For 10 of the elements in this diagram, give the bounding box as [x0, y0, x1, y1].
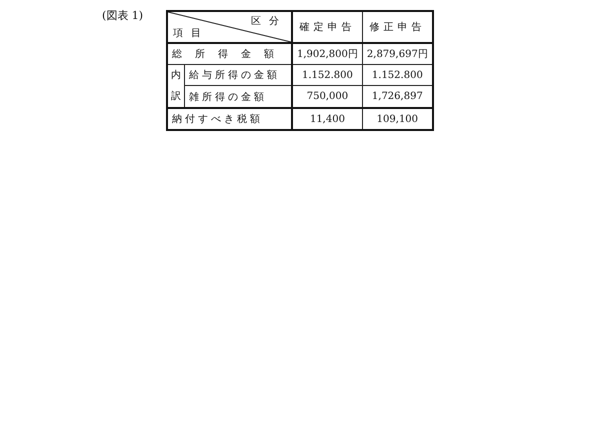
row-header-label: 項目 [173, 27, 209, 40]
column-header-label: 区分 [251, 15, 287, 28]
figure-title: (図表 1) [102, 8, 144, 23]
amount-value: 11,400 [292, 108, 362, 130]
row-header: 給与所得の金額 [184, 64, 292, 86]
amount-value: 1.152.800 [292, 64, 362, 86]
row-header: 総所得金額 [167, 43, 292, 64]
row-header: 納付すべき税額 [167, 108, 292, 130]
column-header: 確定申告 [292, 11, 362, 43]
amount-value: 1,902,800円 [292, 43, 362, 64]
